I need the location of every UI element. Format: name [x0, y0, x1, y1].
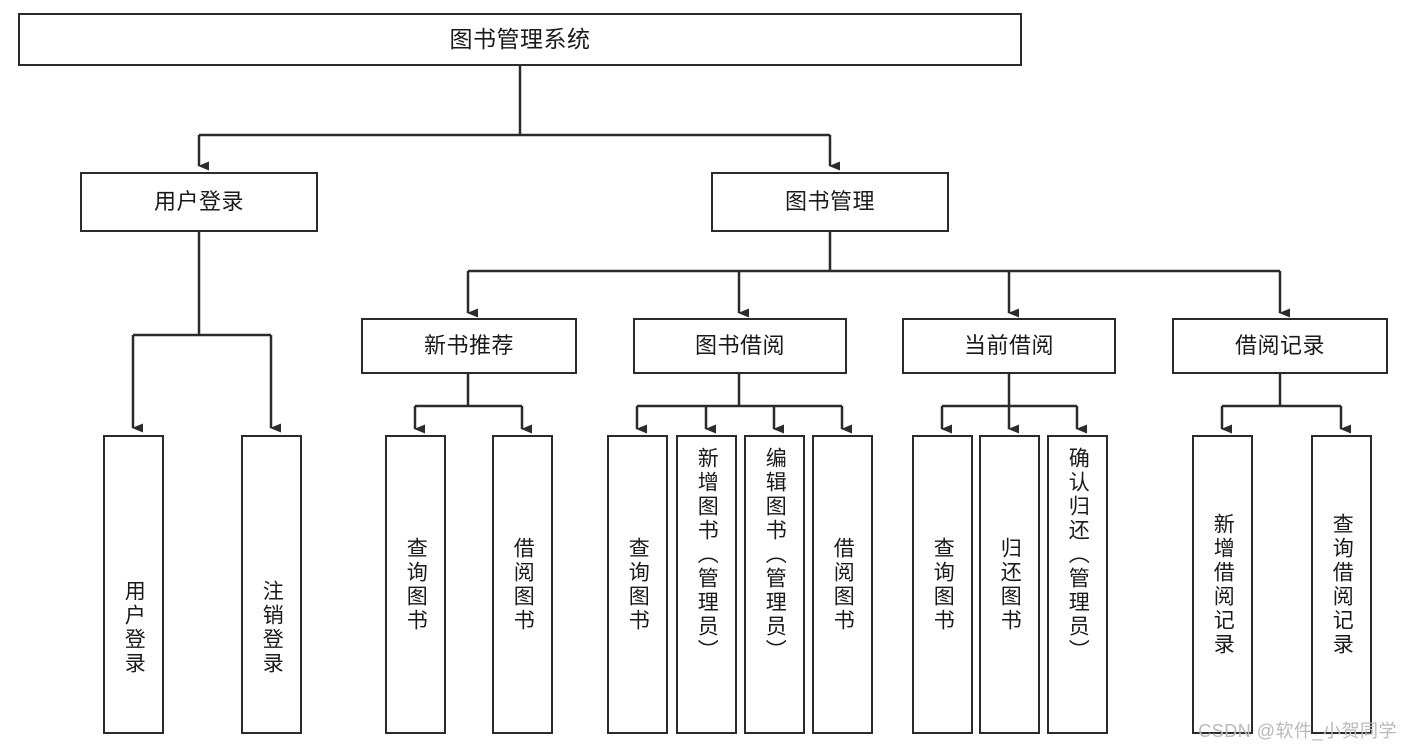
node-label: 确认归还（管理员）	[1066, 447, 1090, 663]
node-label: 图书管理系统	[449, 25, 591, 52]
node-label: 归还图书	[998, 536, 1022, 633]
node-label: 用户登录	[122, 580, 146, 676]
node-current-borrow[interactable]: 当前借阅	[902, 318, 1116, 374]
leaf-confirm-return-admin[interactable]: 确认归还（管理员）	[1047, 435, 1108, 734]
node-label: 注销登录	[260, 580, 284, 676]
node-label: 图书管理	[784, 188, 875, 214]
leaf-query-book-current[interactable]: 查询图书	[912, 435, 973, 734]
node-label: 借阅图书	[511, 536, 535, 633]
leaf-add-book-admin[interactable]: 新增图书（管理员）	[676, 435, 737, 734]
node-borrow-record[interactable]: 借阅记录	[1172, 318, 1388, 374]
leaf-edit-book-admin[interactable]: 编辑图书（管理员）	[744, 435, 805, 734]
node-label: 查询图书	[626, 536, 650, 633]
node-label: 编辑图书（管理员）	[763, 447, 787, 663]
node-label: 图书借阅	[694, 332, 785, 358]
node-label: 当前借阅	[963, 332, 1054, 358]
leaf-query-book-new[interactable]: 查询图书	[385, 435, 446, 734]
node-label: 新增图书（管理员）	[695, 447, 719, 663]
leaf-borrow-book[interactable]: 借阅图书	[812, 435, 873, 734]
node-book-borrow[interactable]: 图书借阅	[633, 318, 847, 374]
node-new-book-recommend[interactable]: 新书推荐	[361, 318, 577, 374]
node-root-book-management-system[interactable]: 图书管理系统	[18, 13, 1022, 66]
leaf-query-book-borrow[interactable]: 查询图书	[607, 435, 668, 734]
node-label: 查询图书	[931, 536, 955, 633]
leaf-logout[interactable]: 注销登录	[241, 435, 302, 734]
leaf-borrow-book-new[interactable]: 借阅图书	[492, 435, 553, 734]
node-book-management[interactable]: 图书管理	[711, 172, 949, 232]
node-label: 查询借阅记录	[1330, 512, 1354, 657]
node-label: 用户登录	[153, 188, 244, 214]
node-label: 借阅记录	[1234, 332, 1325, 358]
node-label: 新书推荐	[423, 332, 514, 358]
leaf-return-book[interactable]: 归还图书	[979, 435, 1040, 734]
node-label: 查询图书	[404, 536, 428, 633]
node-label: 借阅图书	[831, 536, 855, 633]
node-user-login[interactable]: 用户登录	[80, 172, 318, 232]
leaf-query-borrow-record[interactable]: 查询借阅记录	[1311, 435, 1372, 734]
leaf-add-borrow-record[interactable]: 新增借阅记录	[1192, 435, 1253, 734]
node-label: 新增借阅记录	[1211, 512, 1235, 657]
leaf-user-login[interactable]: 用户登录	[103, 435, 164, 734]
watermark-text: CSDN @软件_小贺同学	[1198, 721, 1397, 741]
